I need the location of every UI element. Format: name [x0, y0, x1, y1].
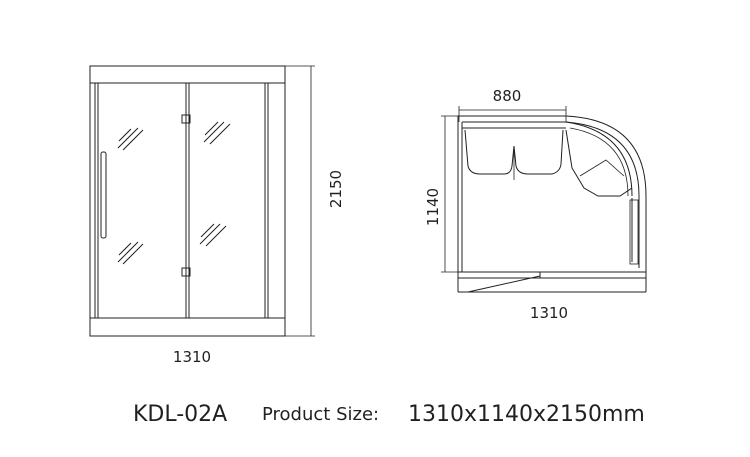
top-outer-body — [457, 115, 647, 273]
glass-reflection-right-bottom — [199, 223, 227, 247]
base-ramp — [467, 275, 541, 293]
bench-right — [513, 129, 564, 175]
glass-reflection-left-top — [117, 127, 144, 151]
door-handle — [100, 151, 107, 239]
front-outer-frame — [89, 65, 286, 337]
glass-reflection-right-top — [203, 121, 231, 145]
model-name: KDL-02A — [133, 402, 228, 427]
top-bottom-width-label: 1310 — [530, 304, 568, 322]
top-view — [441, 106, 647, 293]
hinge-bottom — [181, 267, 191, 277]
front-view — [89, 65, 315, 337]
top-inner-wall — [462, 121, 640, 268]
bench-left — [464, 129, 515, 175]
front-height-label: 2150 — [327, 170, 345, 208]
top-width-label: 880 — [493, 87, 522, 105]
product-size-label: Product Size: — [262, 404, 380, 425]
corner-seat — [565, 129, 633, 197]
glass-reflection-left-bottom — [117, 241, 144, 265]
front-width-label: 1310 — [173, 348, 211, 366]
product-size-value: 1310x1140x2150mm — [408, 402, 645, 427]
depth-label: 1140 — [424, 188, 442, 226]
curved-door — [565, 121, 633, 197]
hinge-top — [181, 114, 191, 124]
